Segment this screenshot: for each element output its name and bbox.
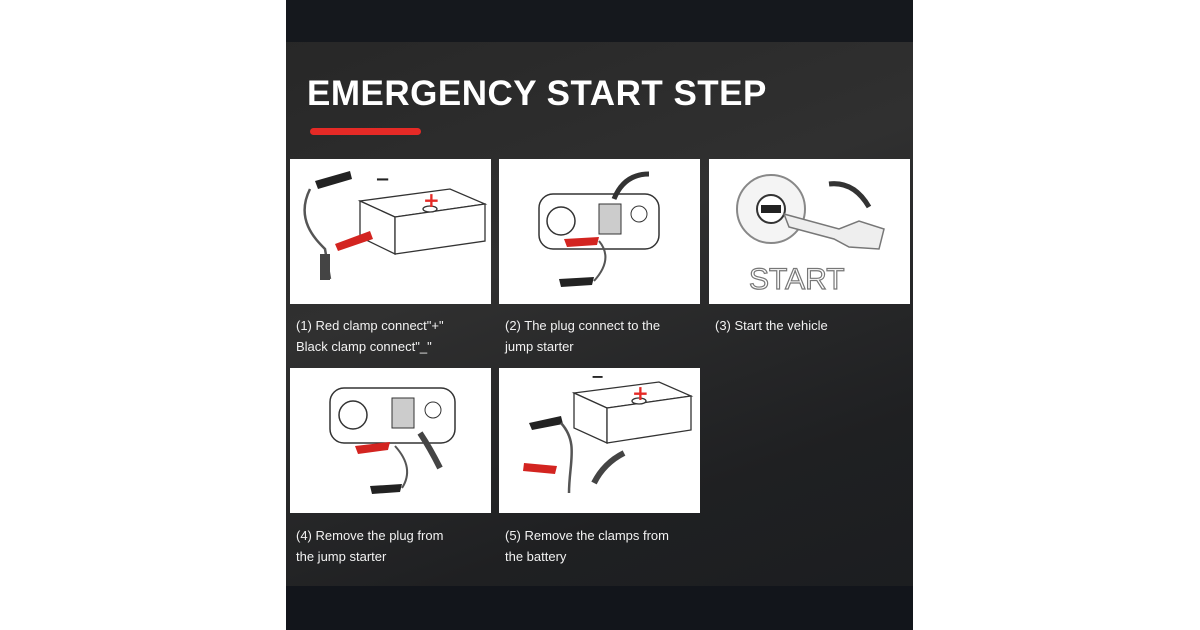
cable xyxy=(303,188,332,280)
step-4-illustration xyxy=(290,368,491,513)
step-3-illustration: START xyxy=(709,159,910,304)
arrow-icon xyxy=(611,171,650,201)
red-clamp-icon xyxy=(355,442,390,454)
emergency-start-infographic: EMERGENCY START STEP + − (1) Red clamp c… xyxy=(286,0,913,630)
key-icon xyxy=(782,212,885,250)
step-2-caption: (2) The plug connect to the jump starter xyxy=(505,318,661,354)
step-1-illustration: + − xyxy=(290,159,491,304)
plus-sign: + xyxy=(632,381,649,405)
step-4-caption: (4) Remove the plug from the jump starte… xyxy=(296,528,444,564)
step-1-caption: (1) Red clamp connect"+" Black clamp con… xyxy=(296,318,444,354)
arrow-icon xyxy=(417,431,443,470)
plus-sign: + xyxy=(423,188,440,212)
start-label: START xyxy=(749,263,845,296)
black-clamp-icon xyxy=(559,277,594,287)
minus-sign: − xyxy=(375,169,390,190)
red-clamp-icon xyxy=(523,463,557,474)
page-title: EMERGENCY START STEP xyxy=(307,74,767,113)
title-underline xyxy=(310,128,421,135)
black-clamp-icon xyxy=(315,171,352,189)
black-clamp-icon xyxy=(370,484,402,494)
step-3-caption: (3) Start the vehicle xyxy=(715,318,828,333)
battery-icon xyxy=(357,188,488,256)
bottom-band xyxy=(286,586,913,630)
minus-sign: − xyxy=(591,368,604,386)
black-clamp-icon xyxy=(529,416,563,430)
step-5-illustration: + − xyxy=(499,368,700,513)
battery-icon xyxy=(571,381,694,445)
arrow-icon xyxy=(591,450,626,485)
red-clamp-icon xyxy=(564,237,599,247)
step-2-illustration xyxy=(499,159,700,304)
red-clamp-icon xyxy=(335,231,373,251)
arrow-icon xyxy=(828,181,872,209)
top-band xyxy=(286,0,913,42)
step-5-caption: (5) Remove the clamps from the battery xyxy=(505,528,669,564)
